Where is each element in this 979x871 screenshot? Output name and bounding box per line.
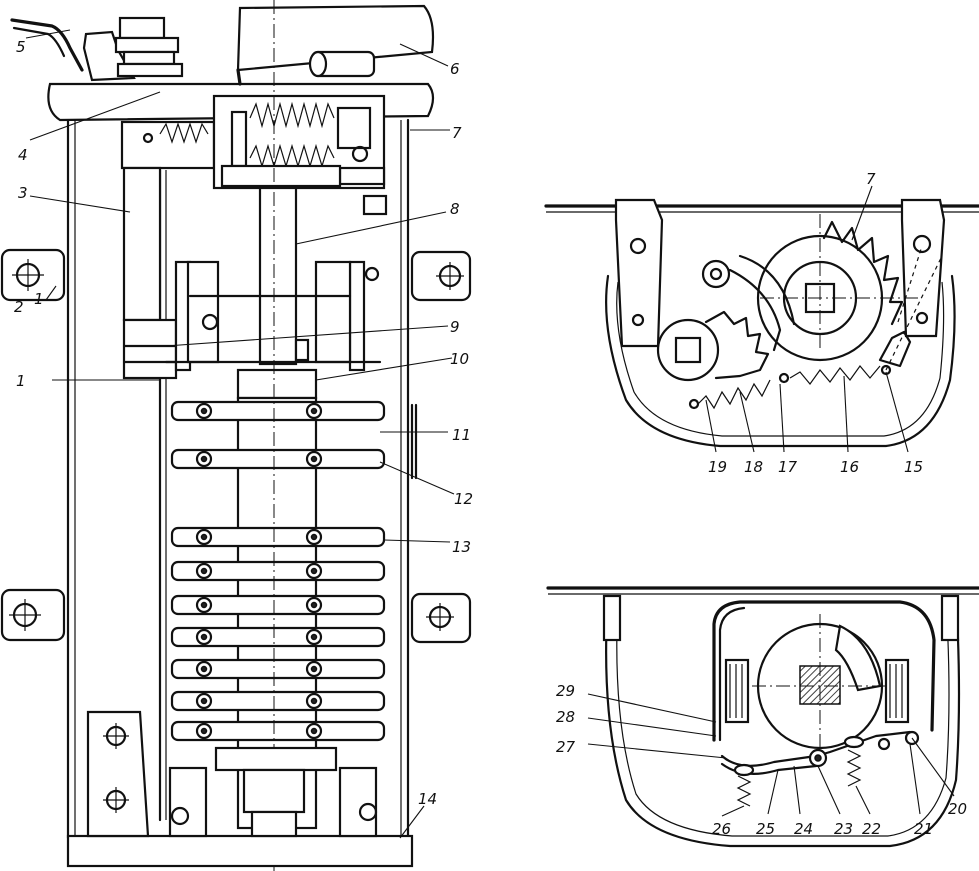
handle-lever — [10, 18, 84, 72]
label-20: 20 — [948, 800, 967, 818]
contact-plate — [170, 690, 386, 712]
label-23: 23 — [834, 820, 853, 838]
label-4: 4 — [18, 146, 28, 164]
contact-rivet-center — [200, 665, 208, 673]
label-10: 10 — [450, 350, 469, 368]
contact-rivet-center — [310, 601, 318, 609]
contact-rivet-center — [310, 727, 318, 735]
callout-labels: 5 6 4 3 7 8 1 2 9 10 1 11 12 13 14 7 15 … — [14, 38, 967, 838]
contact-plate — [170, 626, 386, 648]
label-28: 28 — [556, 708, 575, 726]
label-3: 3 — [18, 184, 28, 202]
contact-rivet-center — [200, 455, 208, 463]
label-19: 19 — [708, 458, 727, 476]
ratchet-housing — [605, 274, 956, 448]
contact-rivet-center — [200, 407, 208, 415]
label-16: 16 — [840, 458, 859, 476]
spring-assembly — [120, 94, 388, 216]
contact-plate — [170, 560, 386, 582]
screw-22 — [843, 735, 865, 787]
label-29: 29 — [556, 682, 575, 700]
label-27: 27 — [556, 738, 576, 756]
label-21: 21 — [914, 820, 933, 838]
latch-housing — [605, 594, 961, 848]
vertical-bar — [122, 166, 162, 322]
contact-plate — [170, 400, 386, 422]
contact-rivet-center — [310, 533, 318, 541]
ratchet-wheel — [756, 220, 904, 362]
label-1-upper: 1 — [34, 290, 44, 308]
main-handle — [236, 4, 435, 72]
label-15: 15 — [904, 458, 923, 476]
label-14: 14 — [418, 790, 437, 808]
lower-bracket — [86, 710, 150, 838]
contact-rivet-center — [310, 407, 318, 415]
contact-rivet-center — [200, 697, 208, 705]
latch-view — [546, 586, 979, 848]
label-5: 5 — [16, 38, 26, 56]
label-24: 24 — [794, 820, 813, 838]
contact-rivet-center — [310, 455, 318, 463]
label-25: 25 — [756, 820, 775, 838]
contact-plate — [170, 526, 386, 548]
screw-26 — [733, 763, 755, 807]
contact-plates — [170, 400, 386, 742]
label-2: 2 — [14, 298, 24, 316]
label-13: 13 — [452, 538, 471, 556]
coil-left — [724, 658, 750, 724]
pawl-wheel — [656, 310, 770, 382]
label-9: 9 — [450, 318, 460, 336]
base-plate — [66, 834, 414, 868]
label-18: 18 — [744, 458, 763, 476]
contact-rivet-center — [310, 567, 318, 575]
mounting-ear-upper-right — [410, 250, 472, 302]
label-17: 17 — [778, 458, 798, 476]
top-nut — [114, 16, 184, 78]
coil-right — [884, 658, 910, 724]
contact-plate — [170, 658, 386, 680]
contact-rivet-center — [200, 533, 208, 541]
mounting-ear-lower-right — [410, 592, 472, 644]
contact-rivet-center — [200, 727, 208, 735]
spring-16 — [789, 365, 881, 385]
label-11: 11 — [452, 426, 471, 444]
mounting-ear-upper-left — [0, 248, 66, 302]
label-7-side: 7 — [452, 124, 462, 142]
label-12: 12 — [454, 490, 473, 508]
contact-rivet-center — [200, 633, 208, 641]
cam-drum-top — [236, 368, 318, 400]
contact-rivet-center — [200, 601, 208, 609]
side-view — [0, 0, 472, 871]
contact-plate — [170, 448, 386, 470]
label-1-lower: 1 — [16, 372, 26, 390]
label-8: 8 — [450, 200, 460, 218]
contact-rivet-center — [310, 633, 318, 641]
main-shaft — [258, 186, 298, 366]
label-6: 6 — [450, 60, 460, 78]
label-7-ratchet: 7 — [866, 170, 876, 188]
contact-plate — [170, 720, 386, 742]
label-26: 26 — [712, 820, 731, 838]
spring-18 — [697, 379, 771, 410]
contact-rivet-center — [200, 567, 208, 575]
label-22: 22 — [862, 820, 881, 838]
mounting-ear-lower-left — [0, 588, 66, 642]
ratchet-view — [544, 198, 979, 448]
contact-plate — [170, 594, 386, 616]
contact-rivet-center — [310, 665, 318, 673]
contact-rivet-center — [310, 697, 318, 705]
leader-lines — [25, 29, 955, 839]
